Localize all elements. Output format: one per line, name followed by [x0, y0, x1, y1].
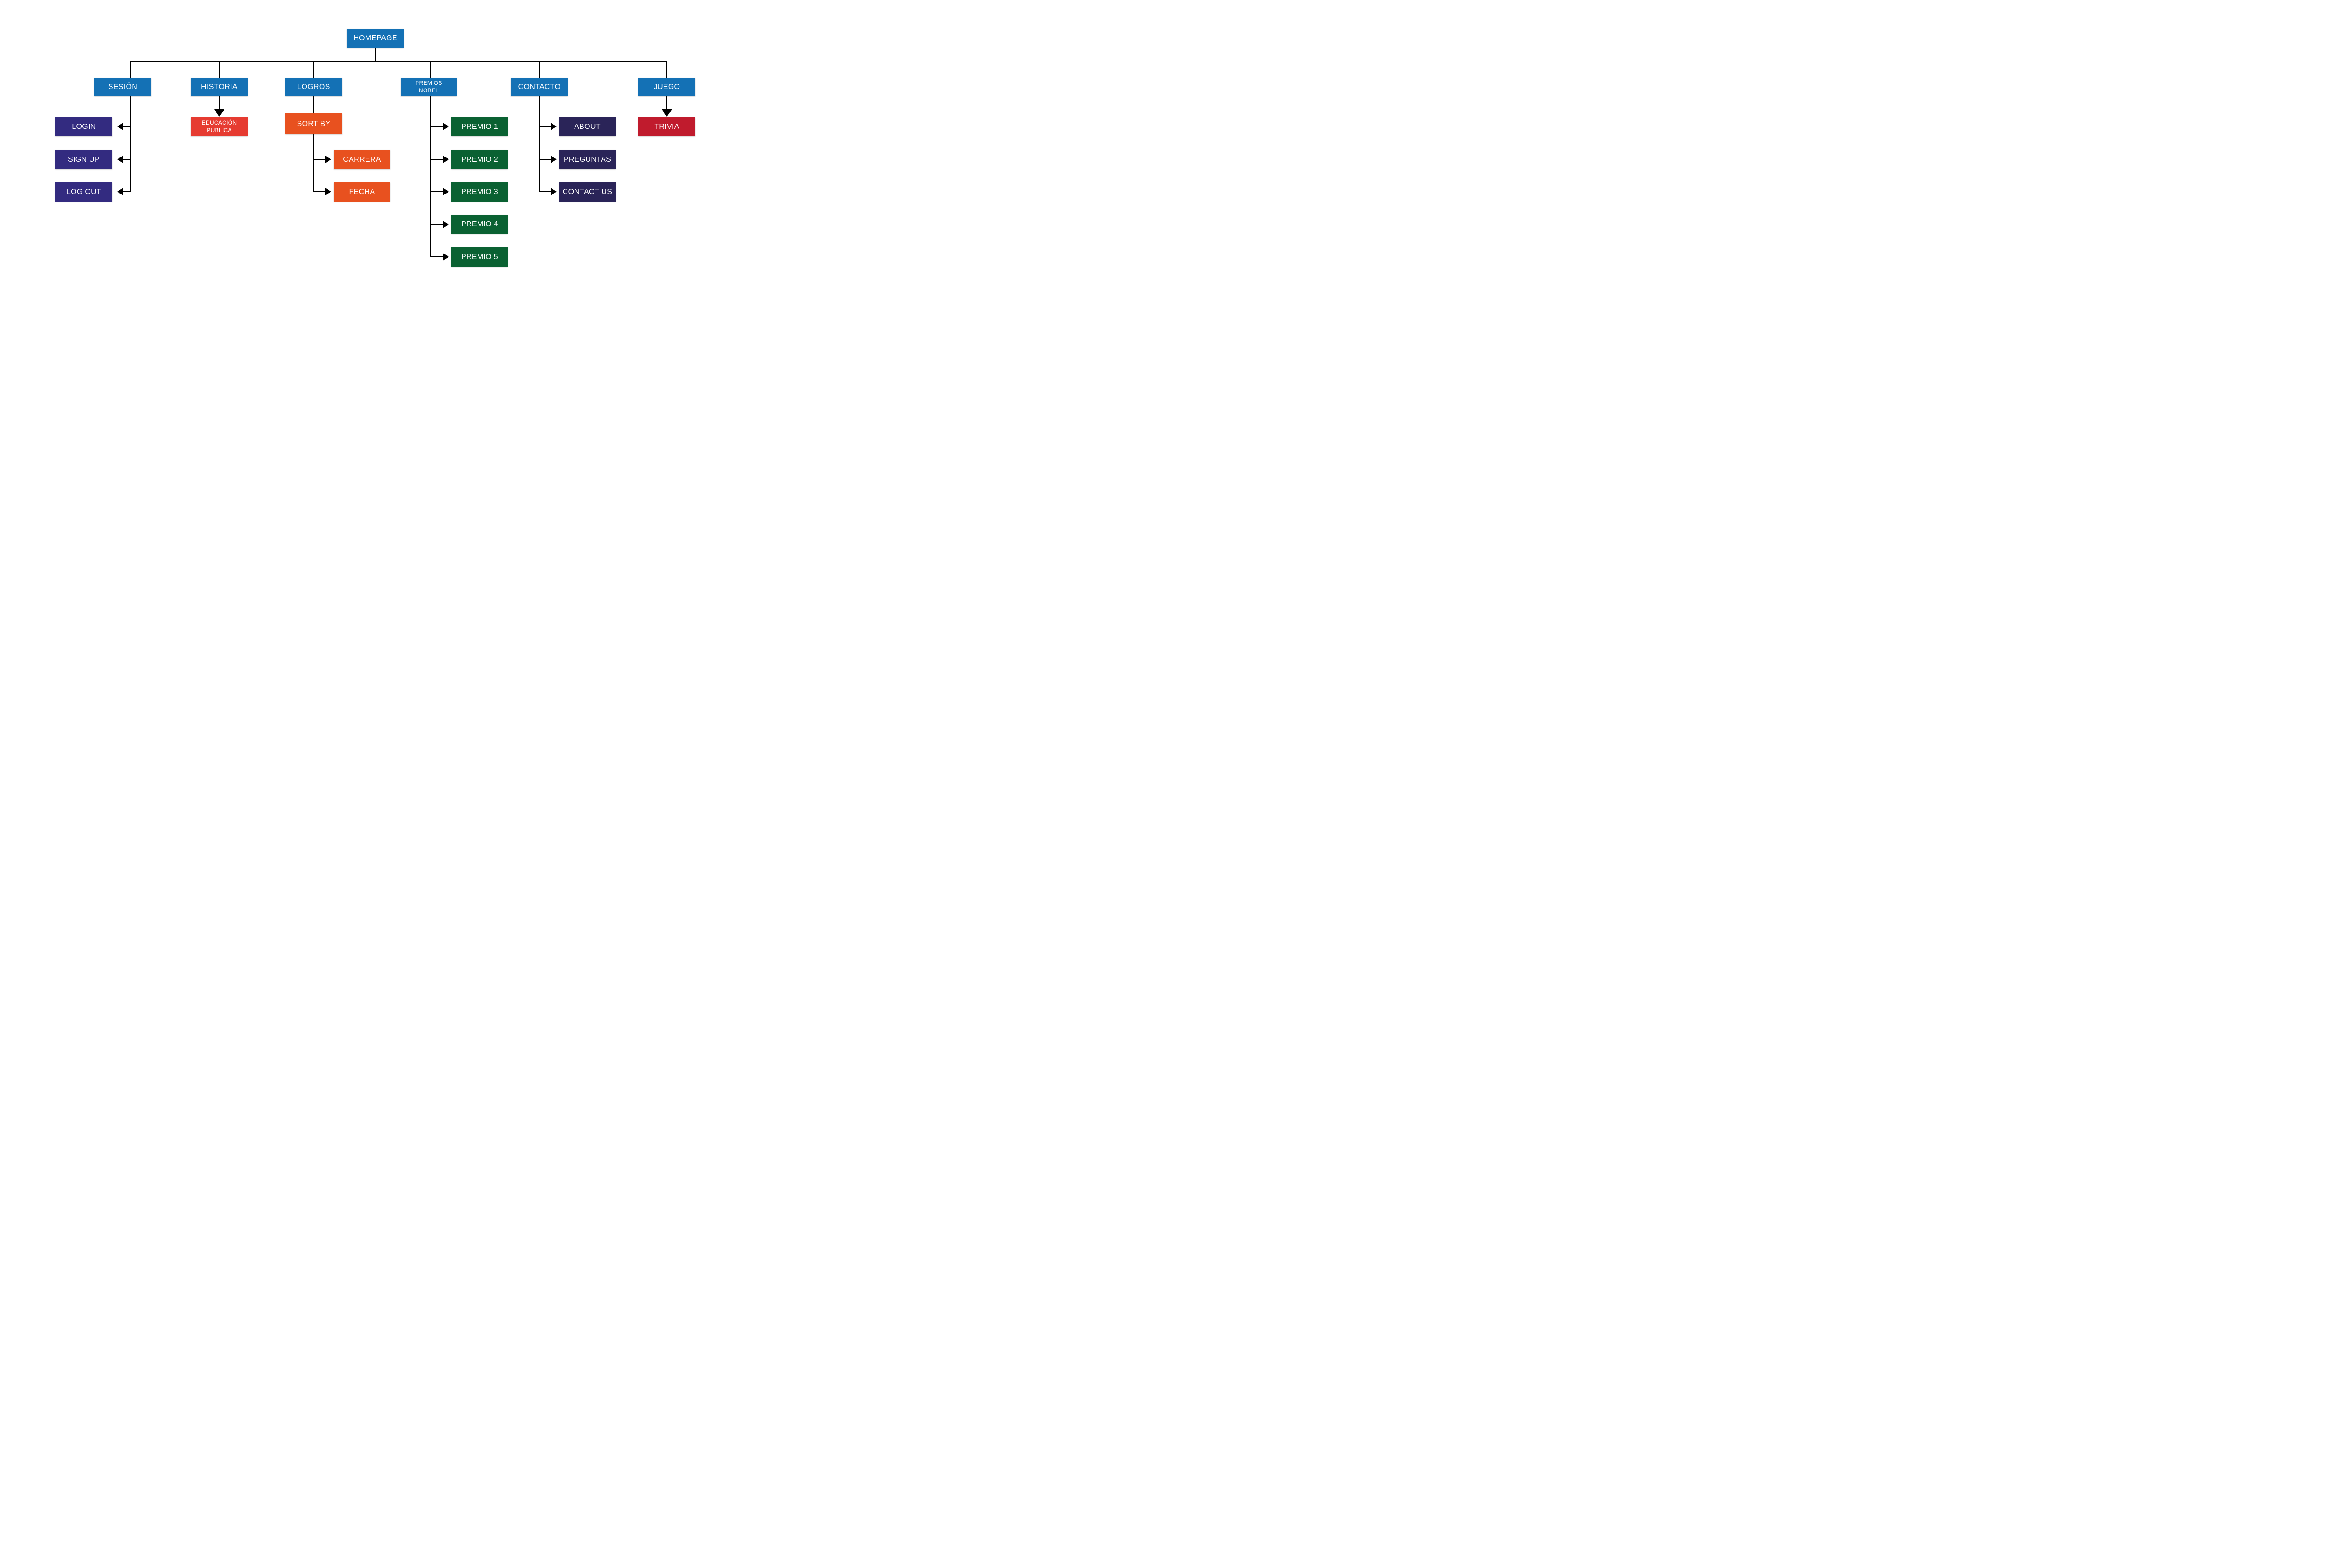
- node-premios-nobel: PREMIOS NOBEL: [401, 78, 457, 96]
- connector-trunk: [130, 61, 667, 62]
- node-contacto: CONTACTO: [511, 78, 568, 96]
- arrowhead-fecha: [325, 188, 331, 195]
- node-educacion-publica: EDUCACIÓN PUBLICA: [191, 117, 248, 136]
- node-juego-label: JUEGO: [653, 82, 680, 91]
- node-trivia: TRIVIA: [638, 117, 695, 136]
- arrowhead-premio5: [443, 253, 449, 261]
- connector-premio1-stub: [431, 126, 443, 127]
- arrowhead-educacion: [214, 109, 224, 117]
- node-sign-up-label: SIGN UP: [68, 155, 100, 164]
- connector-drop-logros: [313, 61, 314, 78]
- node-trivia-label: TRIVIA: [654, 122, 679, 131]
- node-premio-4: PREMIO 4: [451, 215, 508, 234]
- arrowhead-logout: [117, 188, 123, 195]
- connector-contacto-spine: [539, 96, 540, 192]
- node-historia-label: HISTORIA: [201, 82, 238, 91]
- connector-historia-stem: [219, 96, 220, 110]
- node-preguntas-label: PREGUNTAS: [563, 155, 612, 164]
- node-sesion: SESIÓN: [94, 78, 151, 96]
- connector-about-stub: [540, 126, 551, 127]
- connector-drop-historia: [219, 61, 220, 78]
- node-log-out: LOG OUT: [55, 182, 112, 202]
- node-sesion-label: SESIÓN: [108, 82, 138, 91]
- connector-premio3-stub: [431, 191, 443, 192]
- connector-drop-premios: [430, 61, 431, 78]
- node-homepage-label: HOMEPAGE: [353, 34, 397, 42]
- connector-fecha-stub: [314, 191, 325, 192]
- node-preguntas: PREGUNTAS: [559, 150, 616, 169]
- arrowhead-contact-us: [551, 188, 557, 195]
- arrowhead-trivia: [662, 109, 672, 117]
- arrowhead-login: [117, 123, 123, 130]
- connector-sesion-spine: [130, 96, 131, 192]
- node-contact-us: CONTACT US: [559, 182, 616, 202]
- arrowhead-preguntas: [551, 156, 557, 163]
- node-premio-1: PREMIO 1: [451, 117, 508, 136]
- connector-preguntas-stub: [540, 159, 551, 160]
- connector-premios-spine: [430, 96, 431, 257]
- node-homepage: HOMEPAGE: [347, 29, 404, 48]
- connector-login-stub: [123, 126, 131, 127]
- node-historia: HISTORIA: [191, 78, 248, 96]
- node-premios-nobel-label-line1: PREMIOS: [415, 79, 442, 86]
- connector-drop-juego: [666, 61, 667, 78]
- arrowhead-signup: [117, 156, 123, 163]
- arrowhead-premio3: [443, 188, 449, 195]
- node-premio-3-label: PREMIO 3: [461, 187, 498, 196]
- arrowhead-premio1: [443, 123, 449, 130]
- node-premio-5: PREMIO 5: [451, 247, 508, 267]
- node-about: ABOUT: [559, 117, 616, 136]
- node-juego: JUEGO: [638, 78, 695, 96]
- arrowhead-premio4: [443, 221, 449, 228]
- node-premio-3: PREMIO 3: [451, 182, 508, 202]
- connector-premio5-stub: [431, 256, 443, 257]
- connector-premio4-stub: [431, 224, 443, 225]
- connector-juego-stem: [666, 96, 667, 110]
- node-educacion-publica-label-line2: PUBLICA: [207, 127, 232, 134]
- arrowhead-premio2: [443, 156, 449, 163]
- node-sign-up: SIGN UP: [55, 150, 112, 169]
- node-sort-by: SORT BY: [285, 113, 342, 134]
- connector-contact-us-stub: [540, 191, 551, 192]
- connector-drop-contacto: [539, 61, 540, 78]
- node-carrera-label: CARRERA: [343, 155, 381, 164]
- node-logros-label: LOGROS: [297, 82, 330, 91]
- connector-premio2-stub: [431, 159, 443, 160]
- node-log-out-label: LOG OUT: [66, 187, 102, 196]
- sitemap-diagram: HOMEPAGE SESIÓN HISTORIA LOGROS PREMIOS …: [0, 0, 750, 314]
- node-carrera: CARRERA: [334, 150, 390, 169]
- node-premio-4-label: PREMIO 4: [461, 220, 498, 228]
- node-premio-2-label: PREMIO 2: [461, 155, 498, 164]
- connector-logout-stub: [123, 191, 131, 192]
- node-logros: LOGROS: [285, 78, 342, 96]
- node-premios-nobel-label-line2: NOBEL: [418, 87, 439, 94]
- connector-carrera-stub: [314, 159, 325, 160]
- node-premio-1-label: PREMIO 1: [461, 122, 498, 131]
- node-about-label: ABOUT: [574, 122, 601, 131]
- connector-logros-sortby: [313, 96, 314, 113]
- connector-sortby-spine: [313, 134, 314, 192]
- node-login-label: LOGIN: [72, 122, 96, 131]
- node-premio-2: PREMIO 2: [451, 150, 508, 169]
- node-contacto-label: CONTACTO: [518, 82, 561, 91]
- node-fecha: FECHA: [334, 182, 390, 202]
- node-fecha-label: FECHA: [349, 187, 375, 196]
- node-login: LOGIN: [55, 117, 112, 136]
- arrowhead-about: [551, 123, 557, 130]
- connector-drop-sesion: [130, 61, 131, 78]
- connector-homepage-drop: [375, 48, 376, 62]
- node-premio-5-label: PREMIO 5: [461, 253, 498, 261]
- connector-signup-stub: [123, 159, 131, 160]
- arrowhead-carrera: [325, 156, 331, 163]
- node-educacion-publica-label-line1: EDUCACIÓN: [201, 119, 237, 126]
- node-sort-by-label: SORT BY: [297, 119, 331, 128]
- node-contact-us-label: CONTACT US: [562, 187, 612, 196]
